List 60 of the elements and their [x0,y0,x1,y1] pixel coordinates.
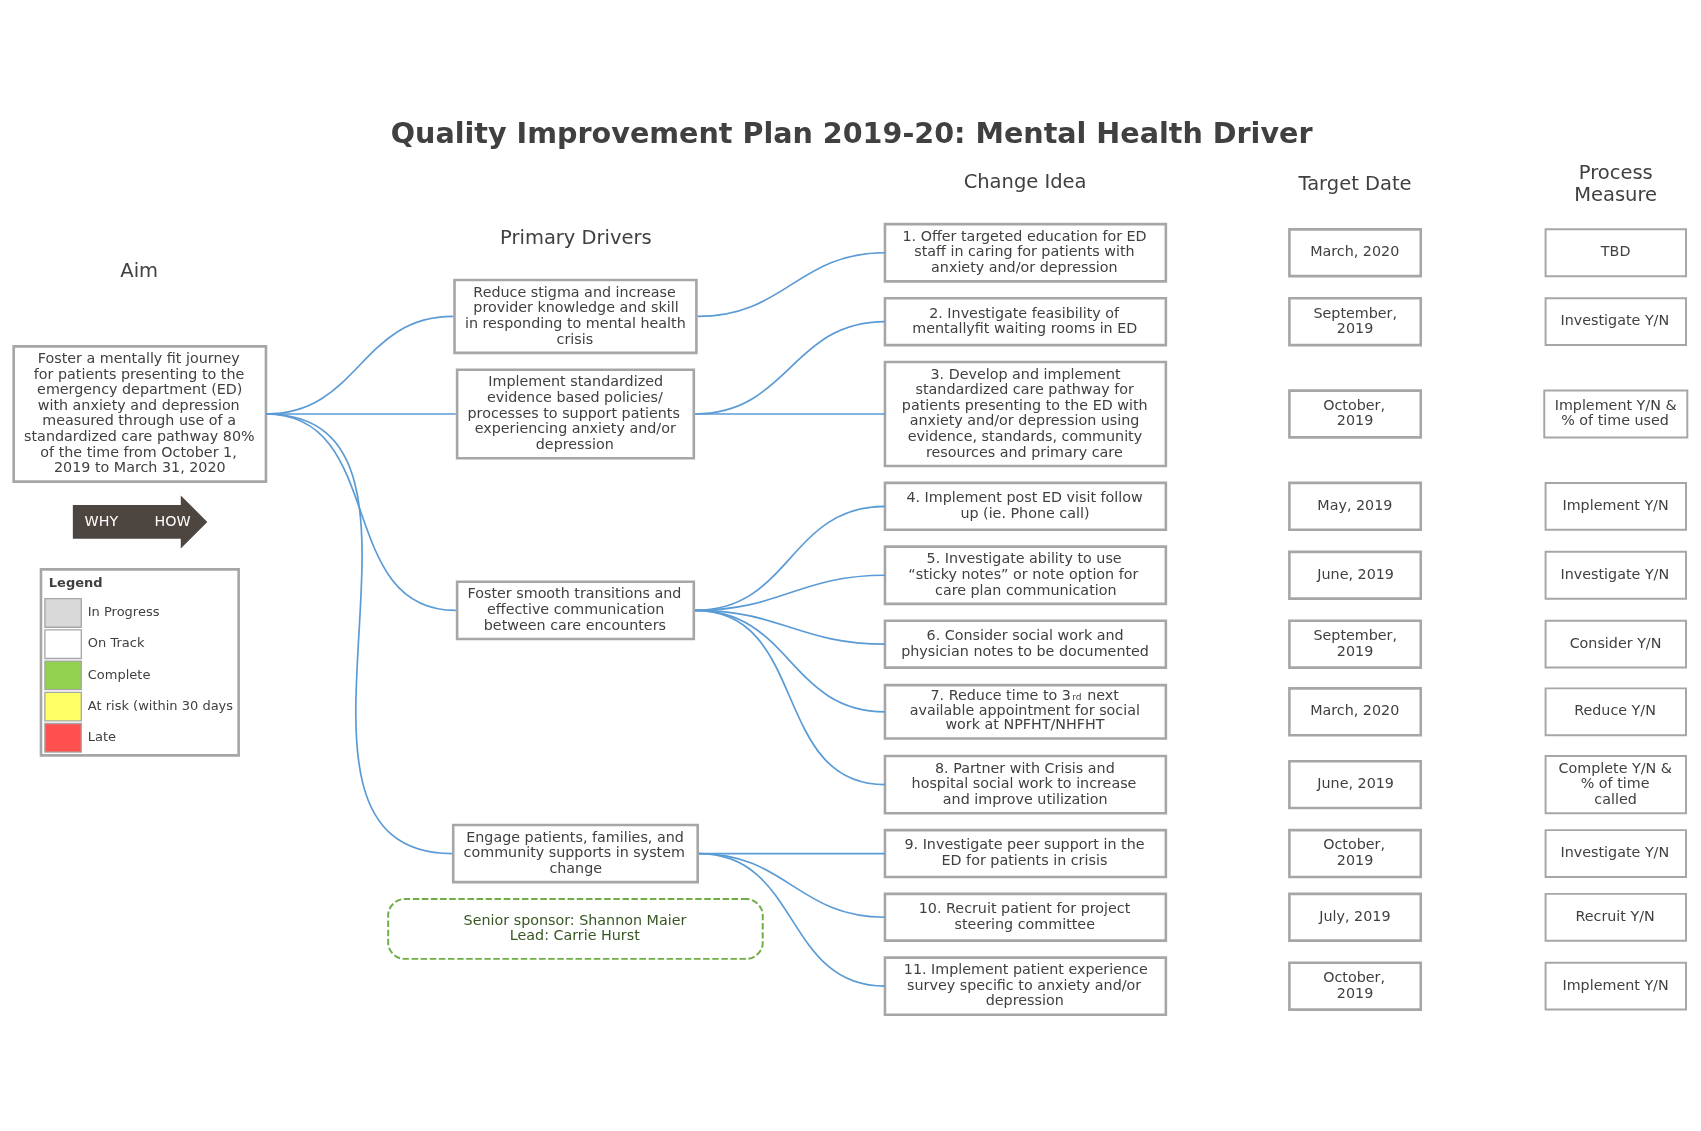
label: Aim [120,258,159,282]
connector [698,852,886,988]
node-box: September, 2019 [1288,296,1423,347]
node-box: 5. Investigate ability to use “sticky notes” or note option for care plan communication [883,545,1168,606]
connector [265,413,453,855]
node-box: 11. Implement patient experience survey specific to anxiety and/or depression [883,956,1168,1017]
node-box: Complete Y/N & % of time called [1544,755,1687,815]
node-box: Foster a mentally fit journey for patients presenting to the emergency department (ED) with anxiety and depression measured through use of a standardized care pathway 80% of the time from October 1, 2019 to March 31, 2020 [12,345,268,483]
label: Primary Drivers [500,226,652,250]
node-box: 9. Investigate peer support in the ED for patients in crisis [883,828,1168,879]
node-box: June, 2019 [1288,550,1423,600]
node-box: July, 2019 [1288,892,1423,942]
node-box: Consider Y/N [1544,619,1687,669]
legend-label: On Track [87,635,145,651]
node-box: Senior sponsor: Shannon Maier Lead: Carrie Hurst [387,898,764,960]
node-box: Reduce Y/N [1544,687,1687,737]
node-box: September, 2019 [1288,619,1423,669]
node-box: Foster smooth transitions and effective communication between care encounters [455,580,696,641]
node-box: October, 2019 [1288,961,1423,1011]
connector [694,413,886,415]
node-box: 8. Partner with Crisis and hospital social work to increase and improve utilization [883,754,1168,815]
node-box: Implement Y/N & % of time used [1543,389,1689,439]
node-box: Implement standardized evidence based policies/ processes to support patients experiencing anxiety and/or depression [455,368,696,460]
label: Process Measure [1574,160,1658,206]
connector [696,251,886,318]
node-box: March, 2020 [1288,687,1423,737]
node-box: 1. Offer targeted education for ED staff in caring for patients with anxiety and/or depression [883,222,1168,283]
connector [694,505,886,612]
node-box: 10. Recruit patient for project steering committee [883,892,1168,942]
node-box: Investigate Y/N [1544,550,1687,600]
node-box: Investigate Y/N [1544,297,1687,347]
node-box: October, 2019 [1288,828,1423,879]
legend-label: Late [87,729,117,745]
diagram-title: Quality Improvement Plan 2019-20: Mental Health Driver [390,115,1313,150]
node-box: Implement Y/N [1544,481,1687,531]
label: Change Idea [963,170,1087,194]
node-box: March, 2020 [1288,228,1423,278]
node-box: Investigate Y/N [1544,829,1687,878]
node-box: Engage patients, families, and community supports in system change [451,823,699,884]
node-box: June, 2019 [1288,759,1423,810]
node-box: May, 2019 [1288,481,1423,532]
node-box: 6. Consider social work and physician notes to be documented [883,619,1168,669]
connector [694,574,886,612]
legend-label: At risk (within 30 days [87,697,234,713]
node-box: Recruit Y/N [1544,892,1687,942]
node-box: Reduce stigma and increase provider knowledge and skill in responding to mental health crisis [453,278,698,355]
label: WHY HOW [84,512,191,529]
connector [694,320,886,415]
node-box: 7. Reduce time to 3rd next available appointment for social work at NPFHT/NHFHT [883,683,1168,740]
node-box: 4. Implement post ED visit follow up (ie. Phone call) [883,481,1168,532]
label: Target Date [1298,171,1412,195]
node-box: October, 2019 [1288,389,1423,439]
connector [694,609,886,786]
node-box: 2. Investigate feasibility of mentallyfit waiting rooms in ED [883,296,1168,347]
node-box: 3. Develop and implement standardized care pathway for patients presenting to the ED with anxiety and/or depression using evidence, standards, community resources and primary care [883,360,1168,468]
label: Legend [48,574,103,590]
node-box: TBD [1544,228,1687,278]
node-box: Implement Y/N [1544,961,1687,1011]
legend-label: In Progress [87,604,160,620]
legend-label: Complete [87,666,151,682]
